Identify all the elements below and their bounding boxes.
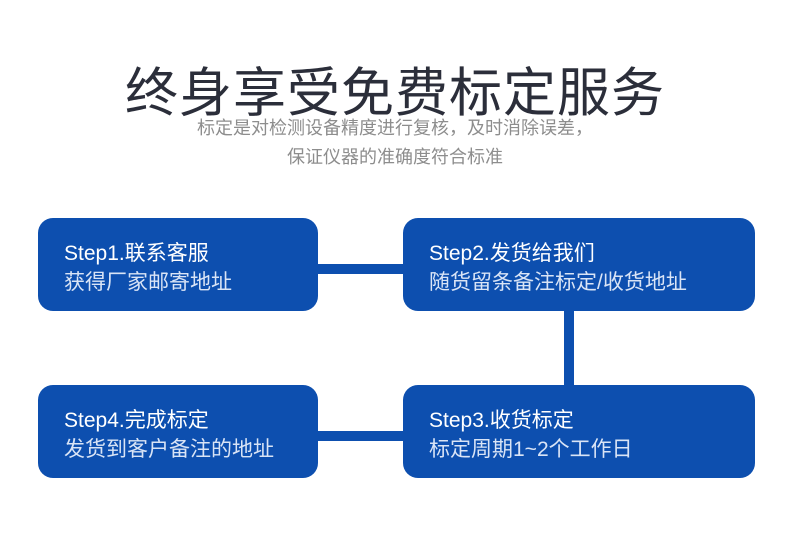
step4-detail: 发货到客户备注的地址 bbox=[64, 438, 274, 461]
connector-step1-to-step2 bbox=[314, 264, 406, 274]
step3-title: Step3.收货标定 bbox=[429, 409, 574, 432]
step-box-step3[interactable]: Step3.收货标定 标定周期1~2个工作日 bbox=[403, 385, 755, 478]
page-subtitle-line-1: 标定是对检测设备精度进行复核，及时消除误差， bbox=[197, 118, 593, 138]
step2-title: Step2.发货给我们 bbox=[429, 242, 595, 265]
connector-step2-to-step3 bbox=[564, 306, 574, 389]
page-subtitle-line-2: 保证仪器的准确度符合标准 bbox=[287, 147, 503, 167]
step1-detail: 获得厂家邮寄地址 bbox=[64, 271, 232, 294]
step1-title: Step1.联系客服 bbox=[64, 242, 209, 265]
page-title: 终身享受免费标定服务 bbox=[125, 63, 665, 123]
step-box-step2[interactable]: Step2.发货给我们 随货留条备注标定/收货地址 bbox=[403, 218, 755, 311]
step2-detail: 随货留条备注标定/收货地址 bbox=[429, 271, 687, 294]
step-box-step4[interactable]: Step4.完成标定 发货到客户备注的地址 bbox=[38, 385, 318, 478]
step4-title: Step4.完成标定 bbox=[64, 409, 209, 432]
connector-step3-to-step4 bbox=[314, 431, 406, 441]
step3-detail: 标定周期1~2个工作日 bbox=[429, 438, 633, 461]
step-box-step1[interactable]: Step1.联系客服 获得厂家邮寄地址 bbox=[38, 218, 318, 311]
page-subtitle: 标定是对检测设备精度进行复核，及时消除误差， 保证仪器的准确度符合标准 bbox=[0, 114, 790, 172]
